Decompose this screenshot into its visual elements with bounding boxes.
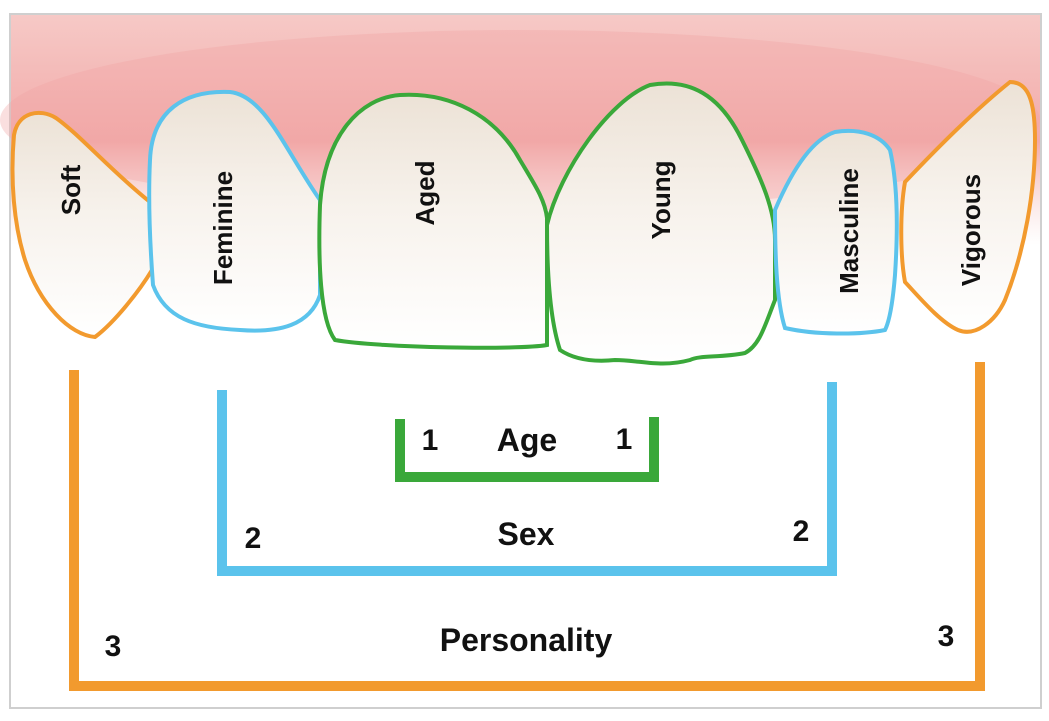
tooth-masculine <box>772 128 899 336</box>
age-right-number: 1 <box>616 423 633 456</box>
tooth-label-vigorous: Vigorous <box>956 174 986 286</box>
age-left-number: 1 <box>422 424 439 457</box>
tooth-vigorous <box>899 79 1038 334</box>
tooth-feminine <box>147 89 322 333</box>
personality-right-number: 3 <box>938 620 955 653</box>
tooth-label-feminine: Feminine <box>208 171 238 285</box>
bracket-age <box>395 417 659 482</box>
tooth-label-soft: Soft <box>56 164 86 215</box>
tooth-label-young: Young <box>646 161 676 240</box>
bracket-personality <box>69 362 985 691</box>
tooth-soft <box>10 110 155 340</box>
tooth-aged <box>317 92 549 350</box>
tooth-label-aged: Aged <box>410 161 440 226</box>
bracket-sex <box>217 382 837 576</box>
sex-right-number: 2 <box>793 515 810 548</box>
sex-label: Sex <box>498 516 555 552</box>
personality-label: Personality <box>440 622 613 658</box>
tooth-label-masculine: Masculine <box>834 168 864 294</box>
sex-left-number: 2 <box>245 522 262 555</box>
age-label: Age <box>497 422 557 458</box>
tooth-young <box>544 81 777 366</box>
personality-left-number: 3 <box>105 630 122 663</box>
